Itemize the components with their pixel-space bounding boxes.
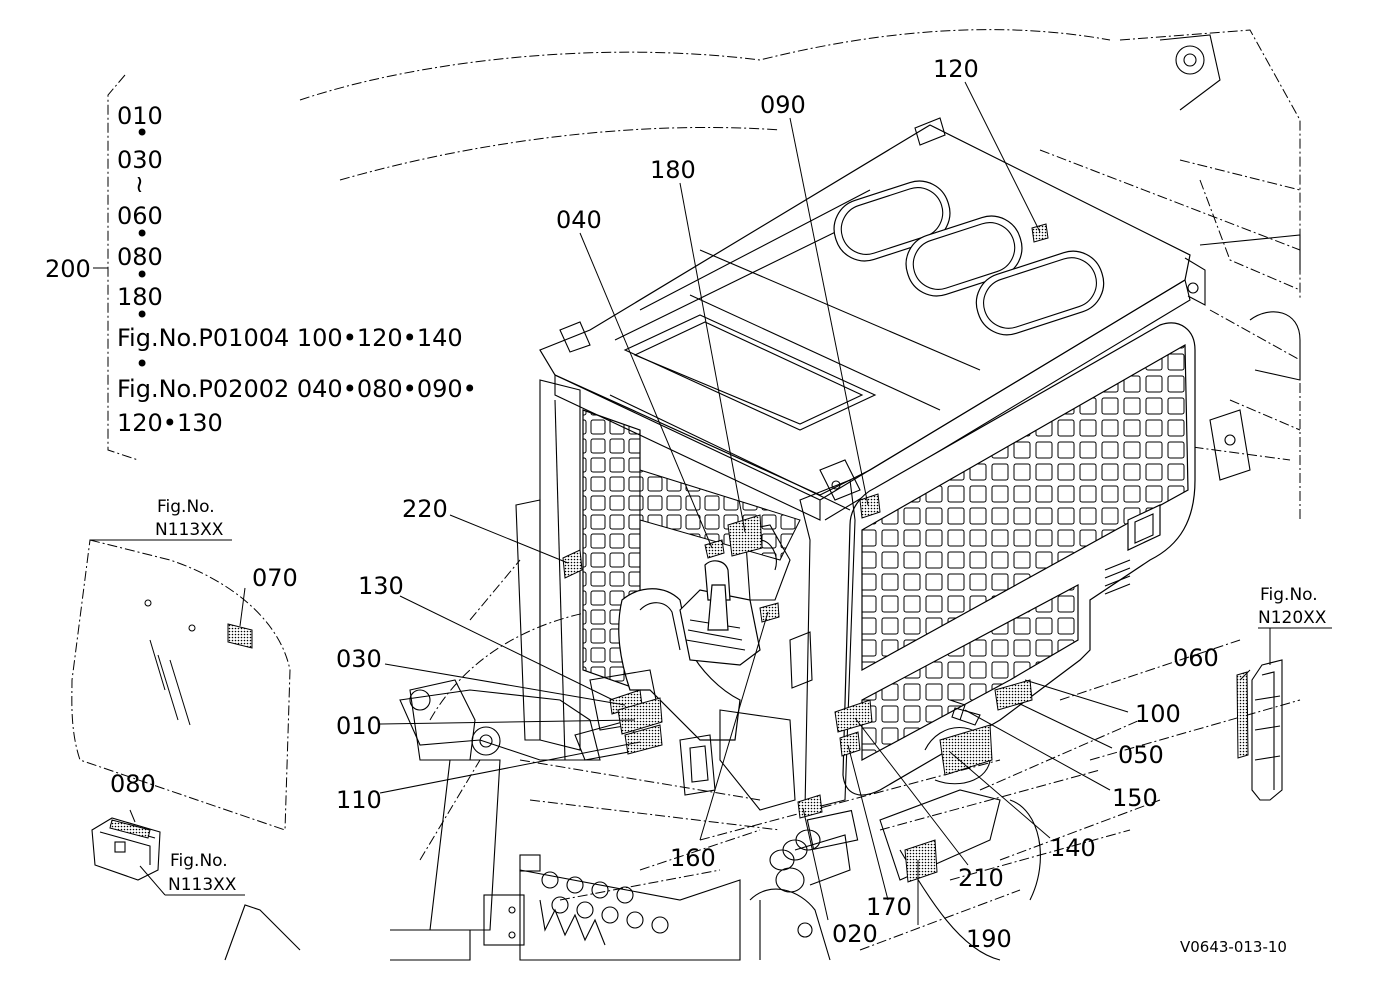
- drawing-code: V0643-013-10: [1180, 938, 1287, 956]
- front-step: [483, 854, 741, 961]
- decal-070: [227, 623, 253, 649]
- fig-ref-number: N120XX: [1258, 608, 1327, 628]
- cab-left-pillar: [515, 379, 581, 761]
- decal-010: [617, 697, 663, 735]
- cab-side-panel: [842, 322, 1196, 796]
- callout-080: 080: [110, 770, 156, 798]
- group-line: •: [135, 350, 149, 378]
- decal-220: [562, 549, 583, 579]
- decal-060: [1236, 671, 1249, 759]
- cab-roof: [539, 117, 1206, 521]
- hydraulic-couplers: [749, 809, 859, 961]
- left-lift-arm: [224, 679, 601, 961]
- callout-100: 100: [1135, 700, 1181, 728]
- group-line: •: [135, 220, 149, 248]
- decal-120: [1031, 223, 1049, 243]
- callout-010: 010: [336, 712, 382, 740]
- group-line: 080: [117, 243, 163, 271]
- decals: [562, 223, 1049, 883]
- decal-190: [904, 839, 938, 883]
- callout-140: 140: [1050, 834, 1096, 862]
- callout-170: 170: [866, 893, 912, 921]
- right-rear-components: [1159, 34, 1301, 481]
- callout-190: 190: [966, 925, 1012, 953]
- group-line: Fig.No.P02002 040•080•090•: [117, 375, 477, 403]
- fig-ref-label: Fig.No.: [1260, 585, 1318, 605]
- fig-ref-number: N113XX: [155, 520, 224, 540]
- callout-110: 110: [336, 786, 382, 814]
- group-line: 010: [117, 102, 163, 130]
- group-line: •: [135, 119, 149, 147]
- group-list: 010 • 030 ≀ 060 • 080 • 180 • Fig.No.P01…: [117, 102, 477, 437]
- callout-numbers: 120 090 180 040 220 070 130 030 010 110 …: [110, 55, 1219, 953]
- group-line: •: [135, 301, 149, 329]
- callout-120: 120: [933, 55, 979, 83]
- decal-100: [994, 679, 1033, 711]
- decal-210: [834, 699, 873, 733]
- decal-040: [704, 539, 725, 559]
- callout-160: 160: [670, 844, 716, 872]
- decal-090: [859, 493, 881, 519]
- decal-140: [939, 724, 993, 776]
- machine-body-outline: [299, 29, 1301, 951]
- decal-180: [727, 514, 763, 557]
- decal-110: [624, 724, 663, 755]
- fig-ref-label: Fig.No.: [170, 851, 228, 871]
- group-line: ≀: [135, 170, 144, 198]
- bracket-part-080: [91, 817, 161, 881]
- callout-030: 030: [336, 645, 382, 673]
- callout-020: 020: [832, 920, 878, 948]
- group-number: 200: [45, 255, 91, 283]
- fig-ref-number: N113XX: [168, 875, 237, 895]
- decal-160: [759, 602, 780, 623]
- fig-ref-label: Fig.No.: [157, 497, 215, 517]
- callout-040: 040: [556, 206, 602, 234]
- group-line: •: [135, 261, 149, 289]
- group-line: 030: [117, 146, 163, 174]
- callout-130: 130: [358, 572, 404, 600]
- group-line: Fig.No.P01004 100•120•140: [117, 324, 463, 352]
- decal-080: [109, 819, 151, 839]
- callout-220: 220: [402, 495, 448, 523]
- group-bracket: [93, 74, 139, 461]
- callout-090: 090: [760, 91, 806, 119]
- window-glass-panel: [71, 539, 291, 831]
- operator-seat: [574, 524, 796, 811]
- group-line: 120•130: [117, 409, 223, 437]
- cab-right-front-pillar: [789, 459, 861, 811]
- callout-180: 180: [650, 156, 696, 184]
- callout-060: 060: [1173, 644, 1219, 672]
- callout-070: 070: [252, 564, 298, 592]
- callout-210: 210: [958, 864, 1004, 892]
- decal-020: [797, 794, 823, 819]
- group-line: 180: [117, 283, 163, 311]
- decal-170: [839, 731, 861, 757]
- leader-lines: [90, 81, 1332, 925]
- column-part-060: [1236, 659, 1283, 801]
- callout-050: 050: [1118, 741, 1164, 769]
- group-line: 060: [117, 202, 163, 230]
- callout-150: 150: [1112, 784, 1158, 812]
